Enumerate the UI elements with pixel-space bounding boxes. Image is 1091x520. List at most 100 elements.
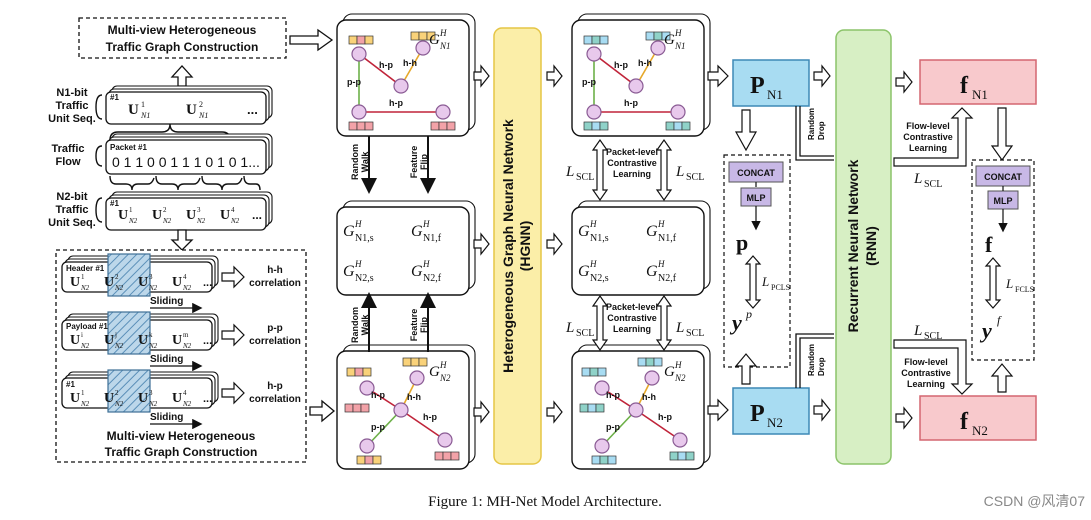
svg-text:N2,s: N2,s xyxy=(590,273,609,284)
svg-text:...: ... xyxy=(203,277,212,289)
svg-text:j: j xyxy=(114,331,117,339)
svg-text:G: G xyxy=(343,263,355,280)
svg-text:N2: N2 xyxy=(230,217,240,225)
svg-text:N2,f: N2,f xyxy=(423,273,442,284)
svg-text:2: 2 xyxy=(115,389,119,397)
svg-text:G: G xyxy=(578,263,590,280)
graph-node xyxy=(670,104,686,120)
hgnn-block: Heterogeneous Graph Neural Network (HGNN… xyxy=(493,27,542,465)
svg-text:U: U xyxy=(172,391,182,406)
svg-text:2: 2 xyxy=(163,206,167,214)
svg-text:L: L xyxy=(1005,276,1013,291)
svg-text:Learning: Learning xyxy=(909,143,947,153)
svg-text:H: H xyxy=(439,360,447,370)
svg-text:1: 1 xyxy=(129,206,133,214)
bottom-title-line-2: Traffic Graph Construction xyxy=(105,445,258,459)
rnn-block: Recurrent Neural Network (RNN) xyxy=(835,29,892,465)
svg-text:N2: N2 xyxy=(114,342,124,350)
svg-text:N1,s: N1,s xyxy=(590,233,609,244)
svg-text:#1: #1 xyxy=(110,93,119,102)
svg-text:N1: N1 xyxy=(767,87,783,102)
traffic-flow-bits: Packet #1 0 1 1 0 0 1 1 1 0 1 0 1... xyxy=(105,133,273,175)
svg-text:G: G xyxy=(429,32,440,48)
n2-unit: U xyxy=(152,208,162,223)
graph-node xyxy=(351,46,367,62)
n2-unit: U xyxy=(118,208,128,223)
svg-text:p-p: p-p xyxy=(347,77,361,87)
svg-text:Feature: Feature xyxy=(409,309,419,342)
title-line-1: Multi-view Heterogeneous xyxy=(108,23,257,37)
hollow-arrow-down-left xyxy=(170,229,194,251)
graph-node xyxy=(359,438,375,454)
svg-text:h-h: h-h xyxy=(638,58,652,68)
svg-text:i: i xyxy=(81,331,83,339)
svg-text:Random: Random xyxy=(350,144,360,180)
svg-text:N1,f: N1,f xyxy=(423,233,442,244)
svg-text:G: G xyxy=(429,364,440,380)
svg-text:correlation: correlation xyxy=(249,278,301,289)
svg-text:N2: N2 xyxy=(148,342,158,350)
svg-text:G: G xyxy=(646,263,658,280)
packet-level-contrastive: Packet-levelContrastiveLearningPacket-le… xyxy=(565,138,704,352)
svg-text:N2: N2 xyxy=(196,217,206,225)
svg-text:N1: N1 xyxy=(972,87,988,102)
concat-block: CONCAT xyxy=(737,168,775,178)
svg-text:H: H xyxy=(589,259,597,269)
mlp-block: MLP xyxy=(747,193,766,203)
graph-node xyxy=(586,46,602,62)
n1-unit-sequence: #1 U 1 N1 U 2 N1 ... xyxy=(105,85,273,125)
graph-node xyxy=(628,78,644,94)
svg-text:G: G xyxy=(646,223,658,240)
svg-text:PCLS: PCLS xyxy=(771,283,790,292)
svg-text:1: 1 xyxy=(81,389,85,397)
sliding-label: Sliding xyxy=(150,354,183,365)
svg-text:G: G xyxy=(578,223,590,240)
graph-node xyxy=(650,40,666,56)
hollow-arrow-right-top xyxy=(289,28,334,52)
packet-label: y xyxy=(729,310,742,335)
n2-seq-label: N2-bit Traffic Unit Seq. xyxy=(48,191,96,229)
svg-text:U: U xyxy=(70,275,80,290)
graph-node xyxy=(672,432,688,448)
svg-text:Traffic: Traffic xyxy=(55,204,88,216)
sliding-window xyxy=(107,311,151,355)
svg-text:N2: N2 xyxy=(439,373,451,383)
svg-text:Learning: Learning xyxy=(613,169,651,179)
svg-text:L: L xyxy=(913,323,922,339)
svg-text:Flip: Flip xyxy=(419,317,429,333)
svg-text:m: m xyxy=(183,331,189,339)
svg-text:N2: N2 xyxy=(80,342,90,350)
svg-text:N2: N2 xyxy=(80,400,90,408)
svg-text:k: k xyxy=(149,331,153,339)
svg-text:Drop: Drop xyxy=(817,121,826,140)
svg-text:...: ... xyxy=(203,393,212,405)
svg-text:4: 4 xyxy=(231,206,235,214)
svg-text:N2: N2 xyxy=(80,284,90,292)
svg-text:3: 3 xyxy=(149,273,153,281)
augmentation-arrows-top: Random Walk Feature Flip xyxy=(350,136,436,194)
svg-text:P: P xyxy=(750,73,765,99)
svg-text:h-h: h-h xyxy=(403,58,417,68)
scl-loss: L xyxy=(565,320,574,336)
hollow-arrow-corr xyxy=(221,265,245,289)
svg-text:G: G xyxy=(411,223,423,240)
svg-text:Contrastive: Contrastive xyxy=(607,158,657,168)
svg-text:Packet-level: Packet-level xyxy=(606,147,658,157)
svg-text:U: U xyxy=(128,102,139,118)
augmentation-arrows-bottom: Random Walk Feature Flip xyxy=(350,292,436,352)
svg-text:Walk: Walk xyxy=(360,314,370,336)
svg-text:correlation: correlation xyxy=(249,336,301,347)
graph-node xyxy=(435,104,451,120)
svg-text:H: H xyxy=(422,219,430,229)
graph-node xyxy=(594,380,610,396)
svg-text:Unit Seq.: Unit Seq. xyxy=(48,217,96,229)
svg-text:...: ... xyxy=(203,335,212,347)
svg-text:4: 4 xyxy=(183,389,187,397)
svg-text:Flow-level: Flow-level xyxy=(904,357,948,367)
svg-text:U: U xyxy=(172,333,182,348)
flow-label: y xyxy=(979,318,992,343)
svg-text:SCL: SCL xyxy=(686,172,704,183)
svg-text:Unit Seq.: Unit Seq. xyxy=(48,113,96,125)
